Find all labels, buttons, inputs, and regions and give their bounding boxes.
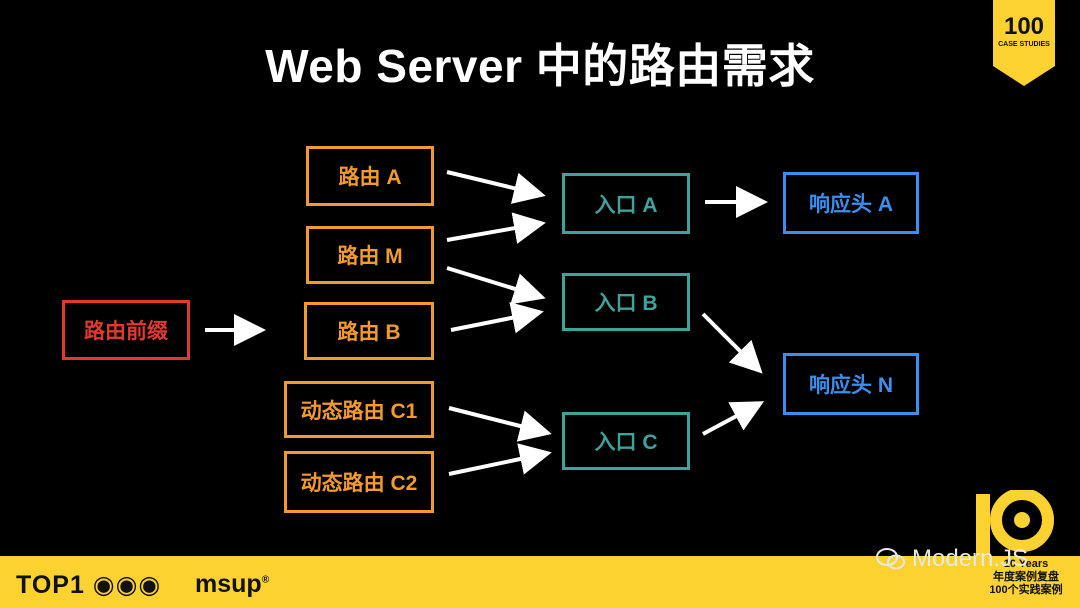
badge-number: 100 <box>1004 13 1044 40</box>
node-entry-c: 入口 C <box>562 412 690 470</box>
badge-caption: CASE STUDIES <box>998 41 1050 48</box>
node-header-a: 响应头 A <box>783 172 919 234</box>
wechat-icon <box>876 548 905 570</box>
watermark: Modern.JS <box>876 545 1028 573</box>
eyes-icon: ◉◉◉ <box>84 571 162 599</box>
arrow-c1-to-entry-c <box>448 406 552 442</box>
arrow-b-to-entry-b <box>450 302 544 334</box>
node-route-m: 路由 M <box>306 226 434 284</box>
footer-bar <box>0 556 1080 608</box>
years-label: 10 Years <box>1003 558 1049 570</box>
node-header-n-label: 响应头 N <box>809 374 893 397</box>
node-dynamic-route-c1: 动态路由 C1 <box>284 381 434 438</box>
msup-logo: msup® <box>195 570 270 598</box>
node-dynamic-route-c2-label: 动态路由 C2 <box>300 472 418 495</box>
arrow-a-to-entry-a <box>446 170 546 204</box>
node-route-a: 路由 A <box>306 146 434 206</box>
node-header-a-label: 响应头 A <box>809 193 893 216</box>
node-route-b: 路由 B <box>304 302 434 360</box>
node-route-prefix-label: 路由前缀 <box>84 320 168 343</box>
node-dynamic-route-c2: 动态路由 C2 <box>284 451 434 513</box>
arrow-m-to-entry-b <box>446 266 546 305</box>
ten-years-caption: 10 Years 年度案例复盘 100个实践案例 <box>976 558 1076 597</box>
years-line-2: 100个实践案例 <box>989 584 1063 596</box>
arrow-entry-c-to-header-n <box>702 401 765 436</box>
arrow-entry-b-to-header-n <box>701 312 763 374</box>
top100-logo-text: TOP1 <box>16 571 85 599</box>
arrow-c2-to-entry-c <box>448 443 552 476</box>
node-header-n: 响应头 N <box>783 353 919 415</box>
node-dynamic-route-c1-label: 动态路由 C1 <box>300 399 418 423</box>
page-title: Web Server 中的路由需求 <box>265 40 815 92</box>
node-entry-b-label: 入口 B <box>594 292 658 315</box>
node-entry-a-label: 入口 A <box>594 193 658 217</box>
ten-years-logo <box>976 490 1054 556</box>
years-line-1: 年度案例复盘 <box>993 571 1059 583</box>
node-entry-b: 入口 B <box>562 273 690 331</box>
msup-logo-text: msup <box>195 570 262 598</box>
watermark-text: Modern.JS <box>912 545 1029 572</box>
node-entry-c-label: 入口 C <box>594 431 658 454</box>
node-route-m-label: 路由 M <box>337 245 403 268</box>
arrow-m-to-entry-a <box>446 212 546 244</box>
top100-logo: TOP1 ◉◉◉ <box>16 570 161 600</box>
node-route-prefix: 路由前缀 <box>62 300 190 360</box>
node-route-b-label: 路由 B <box>337 321 401 344</box>
node-entry-a: 入口 A <box>562 173 690 234</box>
node-route-a-label: 路由 A <box>338 166 402 189</box>
case-studies-badge: 100 CASE STUDIES <box>993 0 1055 86</box>
